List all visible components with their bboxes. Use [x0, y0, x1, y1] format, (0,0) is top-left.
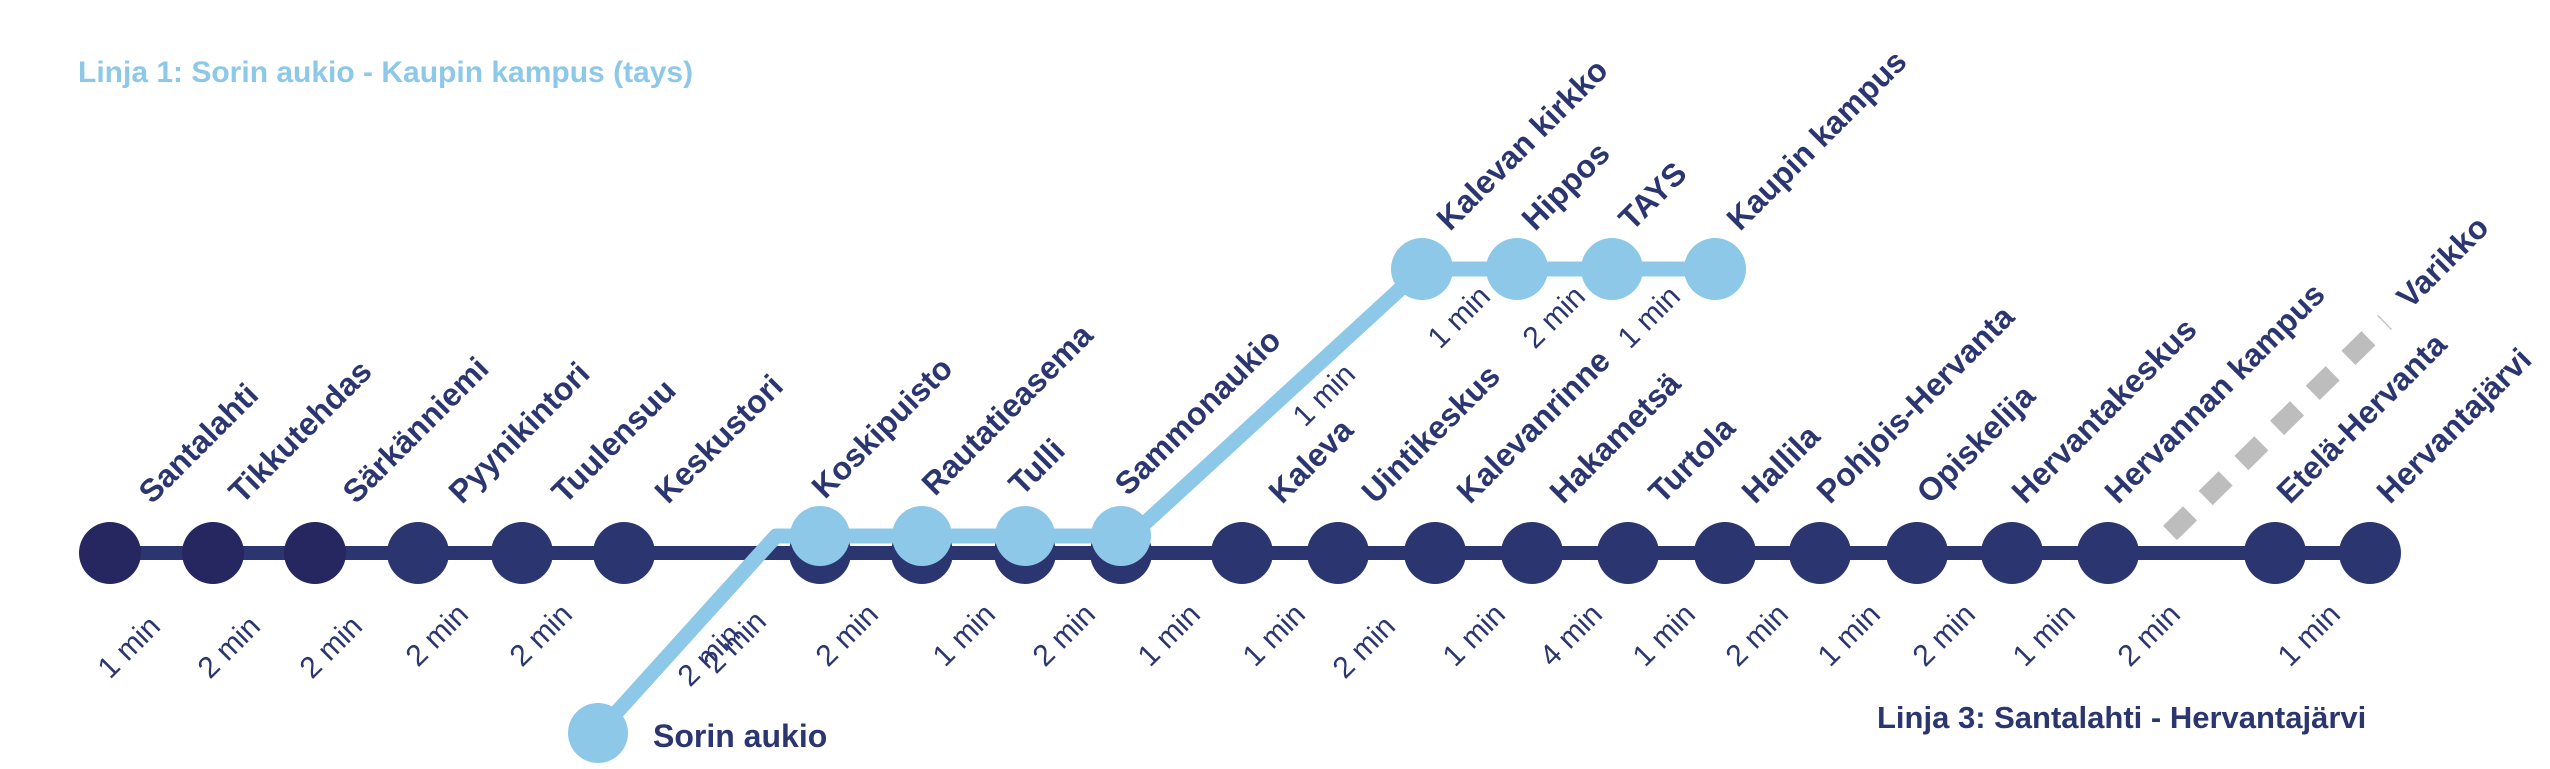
stop-hervannan-kampus[interactable]	[2077, 522, 2139, 584]
stop-kalevan-kirkko[interactable]	[1391, 238, 1453, 300]
stop-kaleva[interactable]	[1211, 522, 1273, 584]
stop-turtola[interactable]	[1597, 522, 1659, 584]
time-hervannan-kampus-etela-hervanta: 2 min	[2112, 598, 2187, 673]
stop-hervantajarvi[interactable]	[2339, 522, 2401, 584]
stop-uintikeskus[interactable]	[1307, 522, 1369, 584]
line3-title: Linja 3: Santalahti - Hervantajärvi	[1877, 700, 2366, 735]
line3-depot-track	[2162, 314, 2393, 541]
stop-label-hallila: Hallila	[1734, 418, 1826, 510]
stop-pohjois-hervanta[interactable]	[1789, 522, 1851, 584]
stop-rautatieasema-l1[interactable]	[892, 506, 952, 566]
stop-etela-hervanta[interactable]	[2244, 522, 2306, 584]
stop-sarkanniemi[interactable]	[284, 522, 346, 584]
time-hakametsa-turtola: 4 min	[1534, 598, 1609, 673]
stop-label-kaupin-kampus: Kaupin kampus	[1719, 43, 1913, 237]
time-uintikeskus-kalevanrinne: 2 min	[1327, 610, 1402, 685]
stop-label-tays: TAYS	[1611, 155, 1693, 237]
time-etela-hervanta-hervantajarvi: 1 min	[2272, 598, 2347, 673]
time-koskipuisto-rautatieasema: 2 min	[810, 598, 885, 673]
stop-hakametsa[interactable]	[1501, 522, 1563, 584]
line1-stops	[568, 238, 1746, 763]
time-tulli-sammonaukio: 2 min	[1027, 598, 1102, 673]
stop-tikkutehdas[interactable]	[182, 522, 244, 584]
time-sammonaukio-kaleva: 1 min	[1132, 598, 1207, 673]
time-pyynikintori-tuulensuu: 2 min	[400, 598, 475, 673]
time-pohjois-hervanta-opiskelija: 1 min	[1812, 598, 1887, 673]
time-kaleva-uintikeskus: 1 min	[1237, 598, 1312, 673]
time-tuulensuu-keskustori: 2 min	[504, 598, 579, 673]
stop-pyynikintori[interactable]	[387, 522, 449, 584]
stop-label-varikko: Varikko	[2389, 209, 2495, 315]
stop-keskustori[interactable]	[593, 522, 655, 584]
time-kalevanrinne-hakametsa: 1 min	[1437, 598, 1512, 673]
time-turtola-hallila: 1 min	[1627, 598, 1702, 673]
stop-koskipuisto-l1[interactable]	[790, 506, 850, 566]
time-hallila-pohjois-hervanta: 2 min	[1720, 598, 1795, 673]
stop-tuulensuu[interactable]	[491, 522, 553, 584]
stop-tulli-l1[interactable]	[995, 506, 1055, 566]
stop-hervantakeskus[interactable]	[1981, 522, 2043, 584]
time-rautatieasema-tulli: 1 min	[927, 598, 1002, 673]
stop-opiskelija[interactable]	[1886, 522, 1948, 584]
stop-label-turtola: Turtola	[1641, 409, 1742, 510]
line1-title: Linja 1: Sorin aukio - Kaupin kampus (ta…	[78, 56, 693, 89]
stop-sammonaukio-l1[interactable]	[1091, 506, 1151, 566]
stop-label-tulli: Tulli	[1001, 432, 1071, 502]
stop-hallila[interactable]	[1694, 522, 1756, 584]
stop-hippos[interactable]	[1486, 238, 1548, 300]
stop-label-sorin-aukio: Sorin aukio	[653, 718, 827, 754]
time-hervantakeskus-hervannan-kampus: 1 min	[2007, 598, 2082, 673]
stop-kaupin-kampus[interactable]	[1684, 238, 1746, 300]
stop-kalevanrinne[interactable]	[1404, 522, 1466, 584]
time-tikkutehdas-sarkanniemi: 2 min	[192, 610, 267, 685]
stop-santalahti[interactable]	[79, 522, 141, 584]
time-sarkanniemi-pyynikintori: 2 min	[294, 610, 369, 685]
stop-tays[interactable]	[1581, 238, 1643, 300]
time-santalahti-tikkutehdas: 1 min	[92, 610, 167, 685]
stop-sorin-aukio[interactable]	[568, 703, 628, 763]
time-opiskelija-hervantakeskus: 2 min	[1907, 598, 1982, 673]
